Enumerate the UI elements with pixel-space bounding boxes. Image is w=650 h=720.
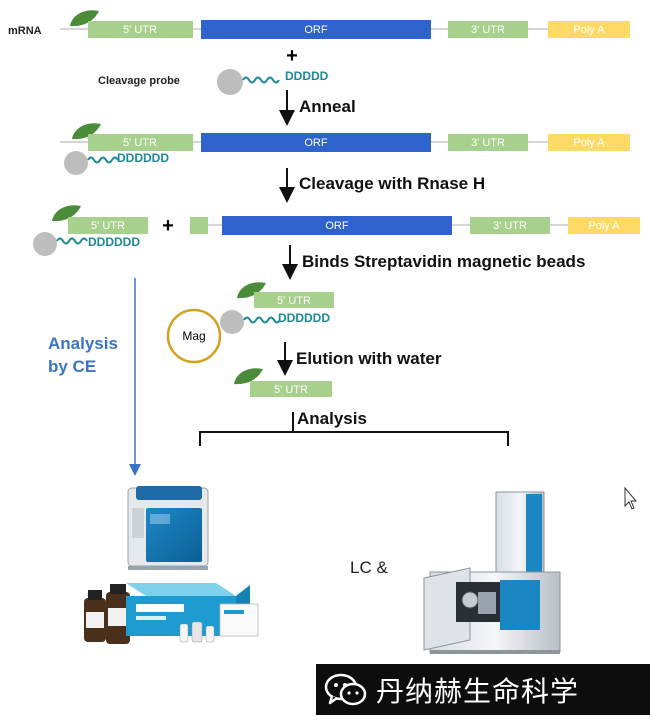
plus-sign: + <box>162 215 174 237</box>
watermark-text: 丹纳赫生命科学 <box>376 674 580 708</box>
utr3-label: 3' UTR <box>471 24 505 36</box>
step-cleavage: Cleavage with Rnase H <box>299 174 485 193</box>
cleaved-row: 5' UTR DDDDDD + ORF 3' UTR Poly A <box>33 205 640 256</box>
probe-ball-icon <box>220 310 244 334</box>
leaf-cap-icon <box>52 205 81 222</box>
reagent-kit-icon <box>84 583 259 644</box>
polya-segment <box>548 134 630 151</box>
polya-label: Poly A <box>573 24 605 36</box>
orf-label: ORF <box>325 220 349 232</box>
probe-d-label: DDDDDD <box>88 235 140 249</box>
utr5-label: 5' UTR <box>277 295 311 307</box>
orf-label: ORF <box>304 24 328 36</box>
probe-wave-icon <box>56 237 88 245</box>
orf-label: ORF <box>304 137 328 149</box>
utr5-fragment <box>250 381 332 397</box>
mag-label: Mag <box>182 329 205 343</box>
probe-ball-icon <box>64 151 88 175</box>
bead-complex: Mag 5' UTR DDDDDD <box>166 282 334 364</box>
analysis-bracket <box>199 412 509 446</box>
lc-and-label: LC & <box>350 558 388 577</box>
probe-wave-icon <box>242 76 280 84</box>
mouse-cursor-icon <box>624 486 638 510</box>
orf-segment <box>201 133 431 152</box>
mrna-label: mRNA <box>8 25 42 37</box>
mag-bead-icon <box>166 308 222 364</box>
analysis-by-ce-line1: Analysis <box>48 334 118 353</box>
leaf-cap-icon <box>234 368 263 385</box>
leaf-cap-icon <box>237 282 266 299</box>
plus-sign: + <box>286 45 298 67</box>
utr3-segment <box>448 21 528 38</box>
step-elution: Elution with water <box>296 349 442 368</box>
cleavage-probe-label: Cleavage probe <box>98 75 180 87</box>
utr5-label: 5' UTR <box>123 24 157 36</box>
probe-wave-icon <box>243 316 281 324</box>
polya-label: Poly A <box>588 220 620 232</box>
utr5-fragment <box>254 292 334 308</box>
probe-d-label: DDDDDD <box>278 311 330 325</box>
leaf-cap-icon <box>70 10 99 27</box>
cleavage-probe: Cleavage probe DDDDD <box>98 69 329 95</box>
utr5-fragment <box>68 217 148 234</box>
step-binds: Binds Streptavidin magnetic beads <box>302 252 585 271</box>
step-anneal: Anneal <box>299 97 356 116</box>
utr3-label: 3' UTR <box>471 137 505 149</box>
mrna-row: mRNA 5' UTR ORF 3' UTR Poly A <box>8 10 630 39</box>
utr5-label: 5' UTR <box>274 384 308 396</box>
utr5-remnant <box>190 217 208 234</box>
ce-instrument-icon <box>127 486 209 570</box>
polya-label: Poly A <box>573 137 605 149</box>
utr5-segment <box>88 21 193 38</box>
watermark-banner: 丹纳赫生命科学 <box>316 664 650 715</box>
utr3-segment <box>470 217 550 234</box>
utr3-label: 3' UTR <box>493 220 527 232</box>
probe-d-label: DDDDD <box>285 69 329 83</box>
utr5-label: 5' UTR <box>123 137 157 149</box>
orf-segment <box>222 216 452 235</box>
step-analysis: Analysis <box>297 409 367 428</box>
probe-d-label: DDDDDD <box>117 151 169 165</box>
leaf-cap-icon <box>72 123 101 140</box>
analysis-by-ce-line2: by CE <box>48 357 96 376</box>
annealed-row: 5' UTR ORF 3' UTR Poly A DDDDDD <box>60 123 630 175</box>
lcms-instrument-icon <box>423 491 561 654</box>
utr5-label: 5' UTR <box>91 220 125 232</box>
utr5-segment <box>88 134 193 151</box>
orf-segment <box>201 20 431 39</box>
probe-ball-icon <box>33 232 57 256</box>
probe-wave-icon <box>87 156 119 164</box>
utr3-segment <box>448 134 528 151</box>
polya-segment <box>548 21 630 38</box>
wechat-icon <box>324 673 367 705</box>
polya-segment <box>568 217 640 234</box>
probe-ball-icon <box>217 69 243 95</box>
eluted-fragment: 5' UTR <box>234 368 332 397</box>
